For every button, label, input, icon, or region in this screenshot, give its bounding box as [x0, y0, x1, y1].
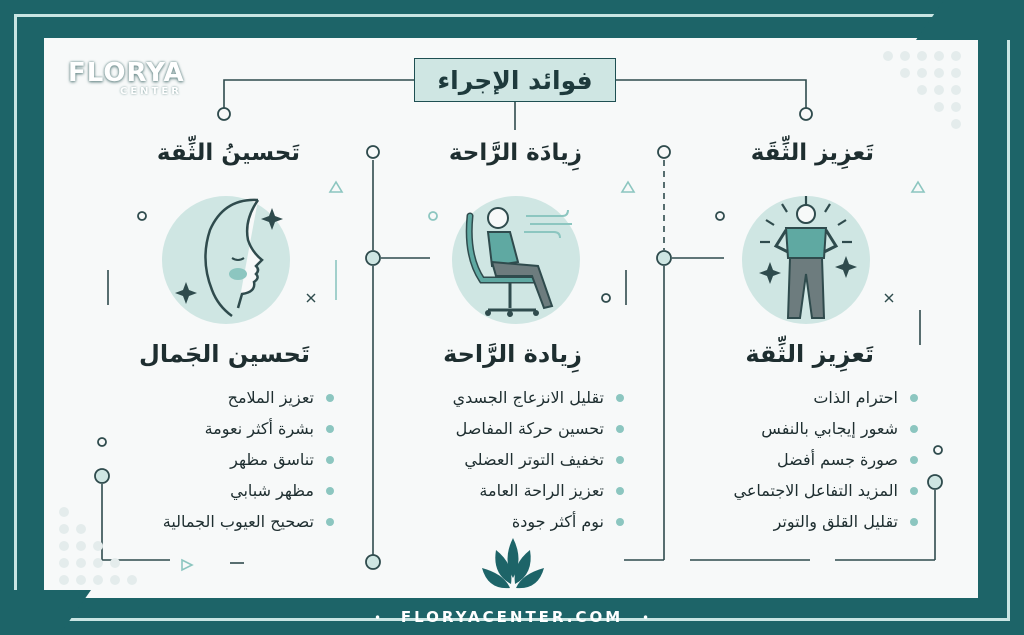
column-right-subheader: تَعزِيز الثِّقة: [745, 340, 874, 368]
column-middle-subheader: زِيادة الرَّاحة: [443, 340, 582, 368]
footer-dot-left: •: [374, 611, 382, 625]
list-item: تعزيز الملامح: [163, 382, 335, 413]
florya-logo: FLORYA: [68, 58, 185, 88]
list-item: تخفيف التوتر العضلي: [453, 444, 625, 475]
list-item: تحسين حركة المفاصل: [453, 413, 625, 444]
column-left-header: تَحسينُ الثِّقة: [156, 140, 300, 166]
florya-logo-subtitle: CENTER: [120, 86, 182, 97]
list-item: تصحيح العيوب الجمالية: [163, 506, 335, 537]
list-item: تقليل القلق والتوتر: [734, 506, 919, 537]
list-item: المزيد التفاعل الاجتماعي: [734, 475, 919, 506]
footer-url: FLORYACENTER.COM: [400, 608, 624, 626]
title-box: فوائد الإجراء: [414, 58, 616, 102]
column-right-list: احترام الذات شعور إيجابي بالنفس صورة جسم…: [734, 382, 919, 537]
reclining-chair-person-icon: [465, 207, 572, 317]
list-item: نوم أكثر جودة: [453, 506, 625, 537]
column-left-subheader: تَحسين الجَمال: [139, 340, 310, 368]
list-item: صورة جسم أفضل: [734, 444, 919, 475]
column-middle-list: تقليل الانزعاج الجسدي تحسين حركة المفاصل…: [453, 382, 625, 537]
column-left-list: تعزيز الملامح بشرة أكثر نعومة تناسق مظهر…: [163, 382, 335, 537]
face-profile-icon: [175, 198, 283, 318]
list-item: تناسق مظهر: [163, 444, 335, 475]
outer-frame: [14, 14, 1010, 621]
page-title: فوائد الإجراء: [437, 65, 593, 95]
list-item: بشرة أكثر نعومة: [163, 413, 335, 444]
confident-person-icon: [759, 196, 857, 319]
list-item: تقليل الانزعاج الجسدي: [453, 382, 625, 413]
footer-dot-right: •: [642, 611, 650, 625]
column-middle-header: زِيادَة الرَّاحة: [448, 140, 582, 166]
list-item: مظهر شبابي: [163, 475, 335, 506]
list-item: تعزيز الراحة العامة: [453, 475, 625, 506]
column-right-header: تَعزِيز الثِّقَة: [750, 140, 874, 166]
list-item: احترام الذات: [734, 382, 919, 413]
list-item: شعور إيجابي بالنفس: [734, 413, 919, 444]
lotus-logo-icon: [482, 538, 544, 589]
